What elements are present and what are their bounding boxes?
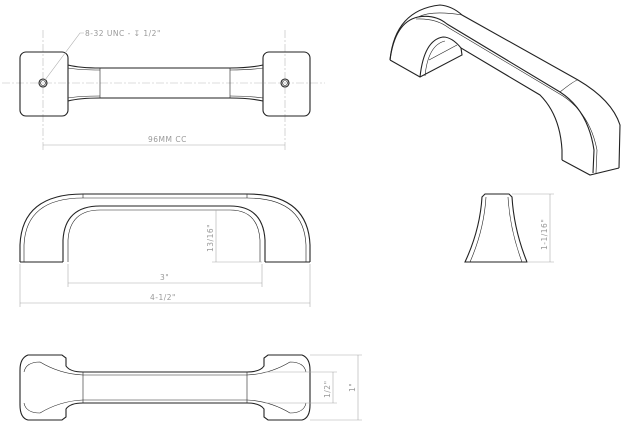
isometric-view [389,4,621,176]
front-view: 13/16" 3" 4-1/2" [19,193,311,307]
thread-callout: 8-32 UNC - ↧ 1/2" [85,29,161,38]
side-height-label: 1-1/16" [540,219,549,250]
side-view: 1-1/16" [464,193,554,263]
bottom-view: 1/2" 1" [19,354,362,421]
overall-width-label: 1" [348,383,357,392]
height-dim-label: 13/16" [206,224,215,252]
center-distance-label: 96MM CC [148,135,187,144]
bar-width-label: 1/2" [323,380,332,398]
top-view: 8-32 UNC - ↧ 1/2" 96MM CC [2,29,325,150]
inner-length-label: 3" [160,273,169,282]
overall-length-label: 4-1/2" [150,293,176,302]
